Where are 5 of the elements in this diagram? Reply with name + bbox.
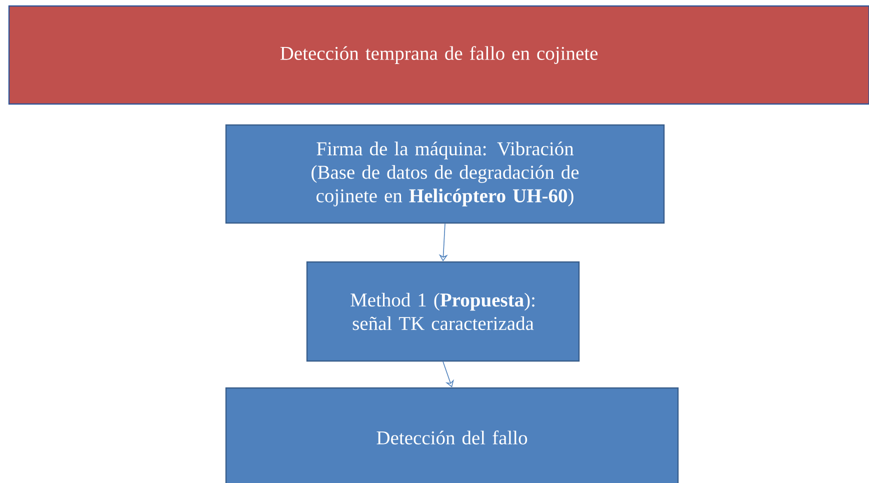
process-box: Detección del fallo bbox=[225, 387, 679, 483]
process-box: Method 1 (Propuesta): señal TK caracterizada bbox=[306, 261, 580, 362]
process-box: Firma de la máquina: Vibración (Base de datos de degradación de cojinete en Helicóptero UH-60) bbox=[225, 124, 665, 224]
title-banner: Detección temprana de fallo en cojinete bbox=[8, 5, 869, 105]
arrow bbox=[442, 361, 454, 388]
